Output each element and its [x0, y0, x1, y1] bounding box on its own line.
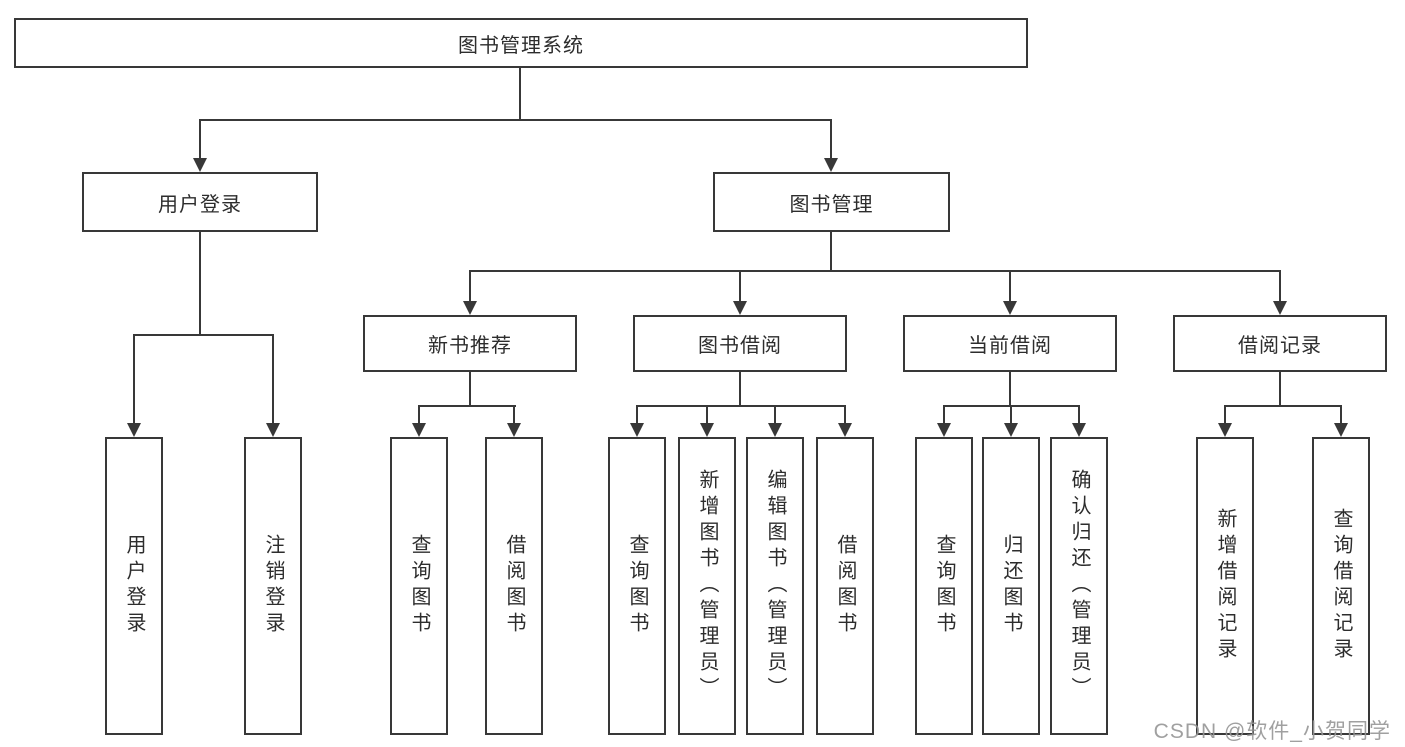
node-book-borrow: 图书借阅: [633, 315, 847, 372]
connector-line: [199, 232, 201, 336]
connector-line: [199, 119, 201, 160]
connector-line: [199, 119, 832, 121]
arrowhead-icon: [937, 423, 951, 437]
connector-line: [739, 372, 741, 407]
connector-line: [739, 270, 741, 302]
connector-line: [133, 334, 274, 336]
connector-line: [1010, 405, 1012, 425]
leaf-query-book-recommend: 查询图书: [390, 437, 448, 735]
node-book-management: 图书管理: [713, 172, 950, 232]
connector-line: [636, 405, 846, 407]
arrowhead-icon: [1218, 423, 1232, 437]
connector-line: [1279, 372, 1281, 407]
leaf-edit-book-admin: 编辑图书（管理员）: [746, 437, 804, 735]
leaf-add-borrow-record-label: 新增借阅记录: [1214, 508, 1236, 664]
connector-line: [844, 405, 846, 425]
connector-line: [774, 405, 776, 425]
leaf-query-book-current-label: 查询图书: [933, 534, 955, 638]
leaf-edit-book-admin-label: 编辑图书（管理员）: [764, 469, 786, 703]
arrowhead-icon: [1072, 423, 1086, 437]
connector-line: [1078, 405, 1080, 425]
arrowhead-icon: [507, 423, 521, 437]
arrowhead-icon: [824, 158, 838, 172]
arrowhead-icon: [127, 423, 141, 437]
connector-line: [943, 405, 945, 425]
node-new-book-recommend: 新书推荐: [363, 315, 577, 372]
leaf-query-book-recommend-label: 查询图书: [408, 534, 430, 638]
leaf-add-borrow-record: 新增借阅记录: [1196, 437, 1254, 735]
leaf-return-book-label: 归还图书: [1000, 534, 1022, 638]
connector-line: [418, 405, 420, 425]
arrowhead-icon: [768, 423, 782, 437]
connector-line: [513, 405, 515, 425]
arrowhead-icon: [630, 423, 644, 437]
leaf-logout: 注销登录: [244, 437, 302, 735]
leaf-query-borrow-record-label: 查询借阅记录: [1330, 508, 1352, 664]
leaf-query-book-borrow-label: 查询图书: [626, 534, 648, 638]
leaf-borrow-book-recommend: 借阅图书: [485, 437, 543, 735]
node-root-system: 图书管理系统: [14, 18, 1028, 68]
connector-line: [1009, 372, 1011, 407]
connector-line: [1279, 270, 1281, 302]
connector-line: [418, 405, 516, 407]
node-book-management-label: 图书管理: [789, 193, 874, 216]
connector-line: [830, 119, 832, 160]
arrowhead-icon: [193, 158, 207, 172]
arrowhead-icon: [412, 423, 426, 437]
leaf-add-book-admin-label: 新增图书（管理员）: [696, 469, 718, 703]
connector-line: [469, 372, 471, 407]
leaf-confirm-return-admin-label: 确认归还（管理员）: [1068, 469, 1090, 703]
arrowhead-icon: [463, 301, 477, 315]
connector-line: [830, 232, 832, 272]
arrowhead-icon: [266, 423, 280, 437]
node-borrow-records: 借阅记录: [1173, 315, 1387, 372]
leaf-user-login: 用户登录: [105, 437, 163, 735]
arrowhead-icon: [1003, 301, 1017, 315]
arrowhead-icon: [1334, 423, 1348, 437]
leaf-logout-label: 注销登录: [262, 534, 284, 638]
connector-line: [1009, 270, 1011, 302]
node-current-borrow: 当前借阅: [903, 315, 1117, 372]
arrowhead-icon: [838, 423, 852, 437]
node-root-label: 图书管理系统: [458, 34, 584, 57]
arrowhead-icon: [1004, 423, 1018, 437]
leaf-borrow-book-label: 借阅图书: [834, 534, 856, 638]
connector-line: [706, 405, 708, 425]
leaf-add-book-admin: 新增图书（管理员）: [678, 437, 736, 735]
connector-line: [1224, 405, 1226, 425]
connector-line: [1224, 405, 1342, 407]
leaf-confirm-return-admin: 确认归还（管理员）: [1050, 437, 1108, 735]
connector-line: [469, 270, 471, 302]
connector-line: [133, 334, 135, 425]
leaf-borrow-book-recommend-label: 借阅图书: [503, 534, 525, 638]
leaf-query-borrow-record: 查询借阅记录: [1312, 437, 1370, 735]
connector-line: [636, 405, 638, 425]
node-new-book-recommend-label: 新书推荐: [428, 335, 512, 357]
node-user-login: 用户登录: [82, 172, 318, 232]
connector-line: [1340, 405, 1342, 425]
leaf-query-book-current: 查询图书: [915, 437, 973, 735]
node-user-login-label: 用户登录: [158, 193, 242, 216]
node-borrow-records-label: 借阅记录: [1238, 335, 1322, 357]
connector-line: [519, 68, 521, 121]
node-current-borrow-label: 当前借阅: [968, 335, 1052, 357]
connector-line: [272, 334, 274, 425]
arrowhead-icon: [733, 301, 747, 315]
csdn-watermark: CSDN @软件_小贺同学: [1153, 720, 1391, 743]
connector-line: [469, 270, 1281, 272]
leaf-borrow-book: 借阅图书: [816, 437, 874, 735]
leaf-return-book: 归还图书: [982, 437, 1040, 735]
node-book-borrow-label: 图书借阅: [698, 335, 782, 357]
leaf-query-book-borrow: 查询图书: [608, 437, 666, 735]
leaf-user-login-label: 用户登录: [123, 534, 145, 638]
arrowhead-icon: [700, 423, 714, 437]
arrowhead-icon: [1273, 301, 1287, 315]
